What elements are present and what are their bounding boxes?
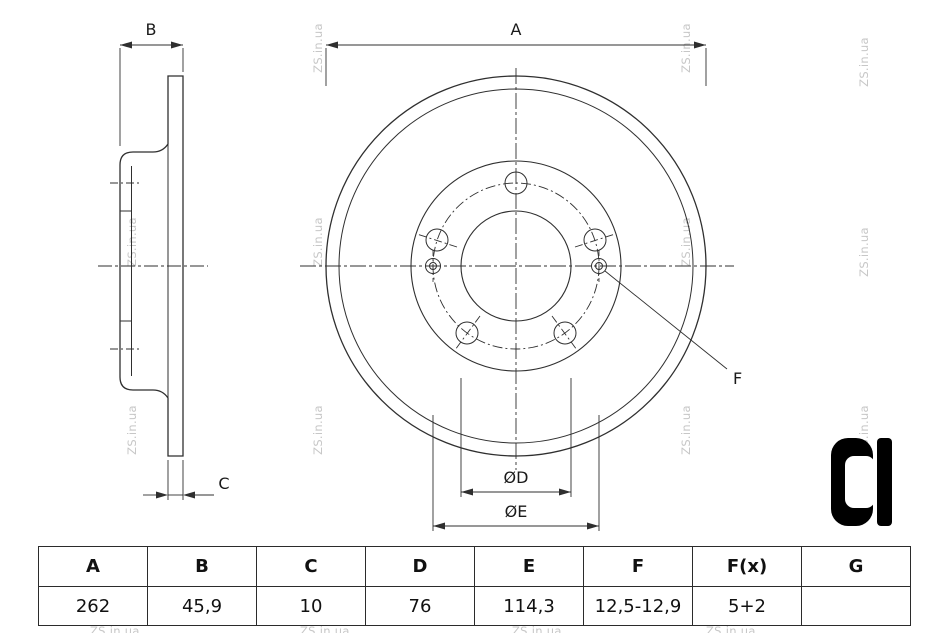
bolt-hole <box>553 321 577 345</box>
dimension-b: B <box>119 20 184 146</box>
watermark-text: ZS.in.ua <box>706 624 756 633</box>
dimension-c-label: C <box>218 474 229 493</box>
technical-drawing: ZS.in.ua ZS.in.ua ZS.in.ua ZS.in.ua ZS.i… <box>98 20 892 531</box>
bolt-hole-centerlines <box>416 233 616 351</box>
dimension-f: F <box>604 270 742 388</box>
dimension-a: A <box>325 20 707 86</box>
value-cell-d: 76 <box>365 586 475 626</box>
table-header-row: A B C D E F F(x) G <box>38 546 911 587</box>
watermark-text: ZS.in.ua <box>90 624 140 633</box>
value-cell-g <box>801 586 911 626</box>
header-cell-fx: F(x) <box>692 546 802 587</box>
dimension-table: A B C D E F F(x) G 262 45,9 10 76 114,3 … <box>38 546 911 626</box>
dimension-c: C <box>143 460 230 500</box>
dimension-e-label: ØE <box>505 502 528 521</box>
watermark-text: ZS.in.ua <box>857 227 871 277</box>
brake-disc-icon <box>831 438 892 526</box>
header-cell-g: G <box>801 546 911 587</box>
value-cell-f: 12,5-12,9 <box>583 586 693 626</box>
bolt-hole <box>425 228 449 252</box>
watermark-text: ZS.in.ua <box>125 405 139 455</box>
side-view-outline <box>119 75 184 457</box>
header-cell-c: C <box>256 546 366 587</box>
header-cell-e: E <box>474 546 584 587</box>
watermark-text: ZS.in.ua <box>512 624 562 633</box>
disc-front-view <box>300 68 734 470</box>
disc-side-view <box>98 75 208 457</box>
watermark-text: ZS.in.ua <box>857 37 871 87</box>
dimension-d-label: ØD <box>504 468 529 487</box>
dimension-f-label: F <box>733 369 742 388</box>
dimension-b-label: B <box>146 20 157 39</box>
watermark-text: ZS.in.ua <box>311 217 325 267</box>
header-cell-a: A <box>38 546 148 587</box>
value-cell-e: 114,3 <box>474 586 584 626</box>
table-value-row: 262 45,9 10 76 114,3 12,5-12,9 5+2 <box>38 586 911 626</box>
header-cell-f: F <box>583 546 693 587</box>
watermark-text: ZS.in.ua <box>679 405 693 455</box>
header-cell-d: D <box>365 546 475 587</box>
dimension-d: ØD <box>460 378 572 497</box>
bolt-hole <box>455 321 479 345</box>
dimension-a-label: A <box>511 20 522 39</box>
header-cell-b: B <box>147 546 257 587</box>
watermark-text: ZS.in.ua <box>679 23 693 73</box>
watermark-text: ZS.in.ua <box>311 23 325 73</box>
watermark-text: ZS.in.ua <box>300 624 350 633</box>
value-cell-b: 45,9 <box>147 586 257 626</box>
watermarks: ZS.in.ua ZS.in.ua ZS.in.ua ZS.in.ua ZS.i… <box>125 23 871 455</box>
value-cell-a: 262 <box>38 586 148 626</box>
value-cell-fx: 5+2 <box>692 586 802 626</box>
bolt-hole <box>583 228 607 252</box>
dimension-e: ØE <box>432 415 600 531</box>
watermark-text: ZS.in.ua <box>311 405 325 455</box>
value-cell-c: 10 <box>256 586 366 626</box>
